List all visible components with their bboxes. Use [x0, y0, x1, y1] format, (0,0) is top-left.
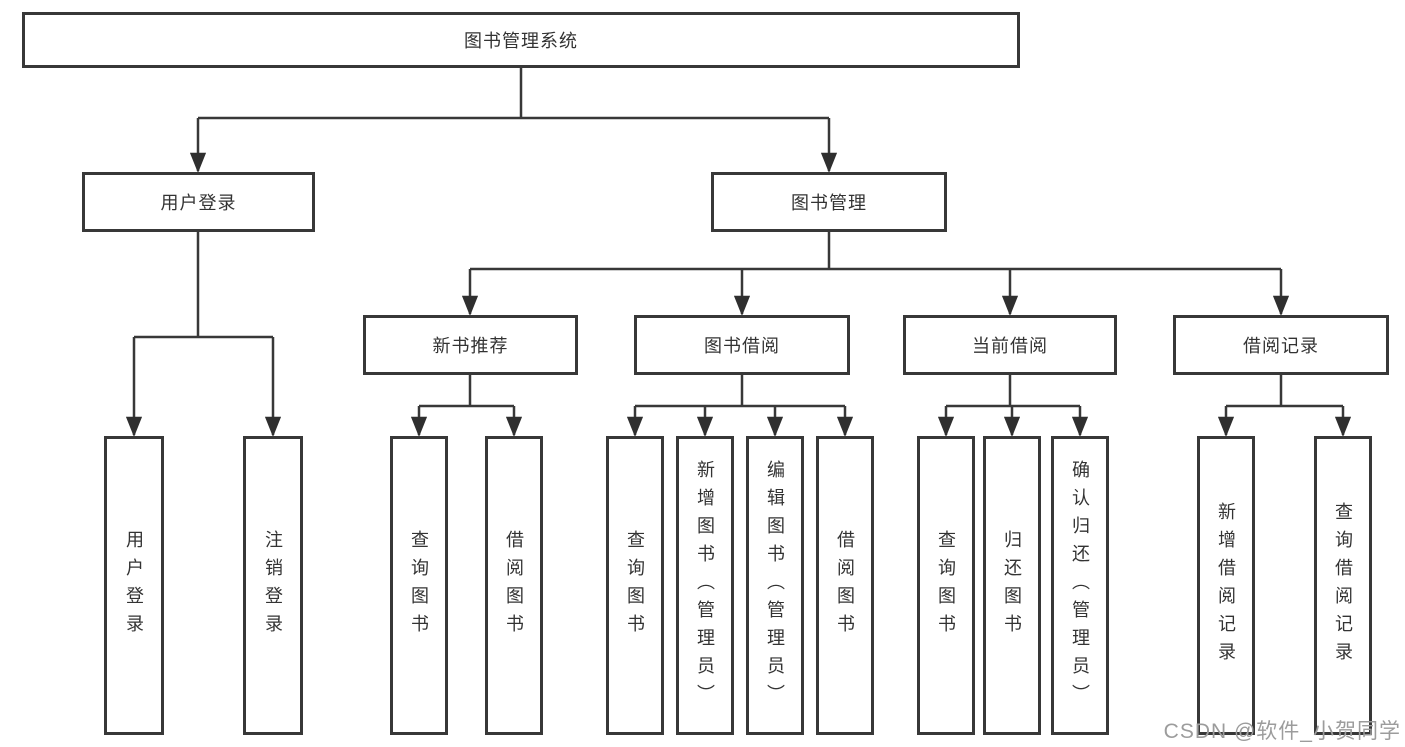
- leaf-logout: 注销登录: [243, 436, 303, 735]
- node-user-login: 用户登录: [82, 172, 315, 232]
- leaf-borrow-books-borrow-label: 借阅图书: [835, 529, 855, 642]
- leaf-query-books-borrow-label: 查询图书: [625, 529, 645, 642]
- node-new-book-recommend: 新书推荐: [363, 315, 578, 375]
- node-borrowing-records: 借阅记录: [1173, 315, 1389, 375]
- leaf-logout-label: 注销登录: [263, 529, 283, 642]
- leaf-query-books-recommend: 查询图书: [390, 436, 448, 735]
- leaf-query-borrow-record-label: 查询借阅记录: [1333, 501, 1353, 670]
- connector-arrows: [125, 118, 1352, 438]
- leaf-confirm-return-admin: 确认归还（管理员）: [1051, 436, 1109, 735]
- leaf-add-borrow-record: 新增借阅记录: [1197, 436, 1255, 735]
- node-book-borrowing: 图书借阅: [634, 315, 850, 375]
- leaf-query-borrow-record: 查询借阅记录: [1314, 436, 1372, 735]
- leaf-query-books-current-label: 查询图书: [936, 529, 956, 642]
- connector-rails: [134, 68, 1343, 408]
- leaf-query-books-borrow: 查询图书: [606, 436, 664, 735]
- leaf-add-books-admin: 新增图书（管理员）: [676, 436, 734, 735]
- node-book-management: 图书管理: [711, 172, 947, 232]
- leaf-borrow-books-borrow: 借阅图书: [816, 436, 874, 735]
- leaf-user-login-label: 用户登录: [124, 529, 144, 642]
- leaf-borrow-books-recommend-label: 借阅图书: [504, 529, 524, 642]
- leaf-confirm-return-admin-label: 确认归还（管理员）: [1070, 459, 1090, 712]
- leaf-edit-books-admin: 编辑图书（管理员）: [746, 436, 804, 735]
- leaf-borrow-books-recommend: 借阅图书: [485, 436, 543, 735]
- leaf-return-books-label: 归还图书: [1002, 529, 1022, 642]
- leaf-return-books: 归还图书: [983, 436, 1041, 735]
- node-root-library-system: 图书管理系统: [22, 12, 1020, 68]
- leaf-query-books-recommend-label: 查询图书: [409, 529, 429, 642]
- csdn-watermark: CSDN @软件_小贺同学: [1163, 720, 1401, 743]
- leaf-user-login: 用户登录: [104, 436, 164, 735]
- leaf-query-books-current: 查询图书: [917, 436, 975, 735]
- leaf-edit-books-admin-label: 编辑图书（管理员）: [765, 459, 785, 712]
- leaf-add-borrow-record-label: 新增借阅记录: [1216, 501, 1236, 670]
- leaf-add-books-admin-label: 新增图书（管理员）: [695, 459, 715, 712]
- node-current-borrowing: 当前借阅: [903, 315, 1117, 375]
